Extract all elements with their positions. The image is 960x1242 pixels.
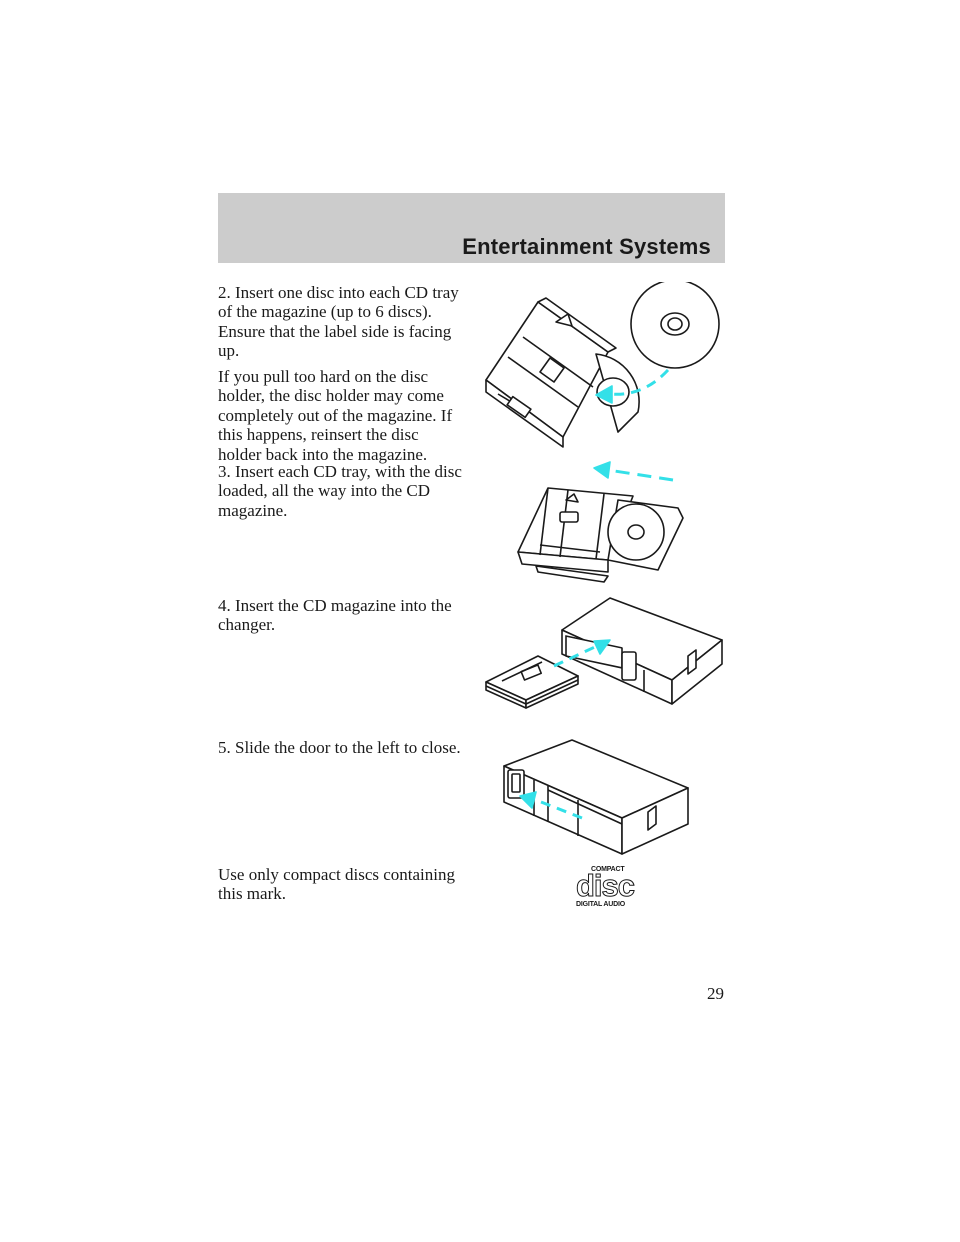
cd-logo-disc-text: disc — [575, 868, 635, 903]
compact-disc-logo: COMPACT disc DIGITAL AUDIO — [574, 866, 635, 908]
disc-into-tray-illustration — [478, 282, 722, 450]
section-header: Entertainment Systems — [218, 193, 725, 263]
close-door-illustration — [500, 738, 692, 858]
step-2-text: 2. Insert one disc into each CD tray of … — [218, 283, 459, 361]
tray-note-text: If you pull too hard on the disc holder,… — [218, 367, 453, 464]
cd-logo-digital-audio-text: DIGITAL AUDIO — [576, 901, 625, 908]
tray-into-magazine-illustration — [508, 460, 698, 584]
section-title: Entertainment Systems — [462, 234, 711, 259]
page-number: 29 — [707, 984, 724, 1003]
step-4-text: 4. Insert the CD magazine into the chang… — [218, 596, 452, 635]
step-3-text: 3. Insert each CD tray, with the disc lo… — [218, 462, 462, 520]
magazine-into-changer-illustration — [482, 596, 727, 724]
cd-logo-compact-text: COMPACT — [591, 866, 625, 873]
compact-disc-note-text: Use only compact discs containing this m… — [218, 865, 456, 904]
step-5-text: 5. Slide the door to the left to close. — [218, 738, 461, 757]
